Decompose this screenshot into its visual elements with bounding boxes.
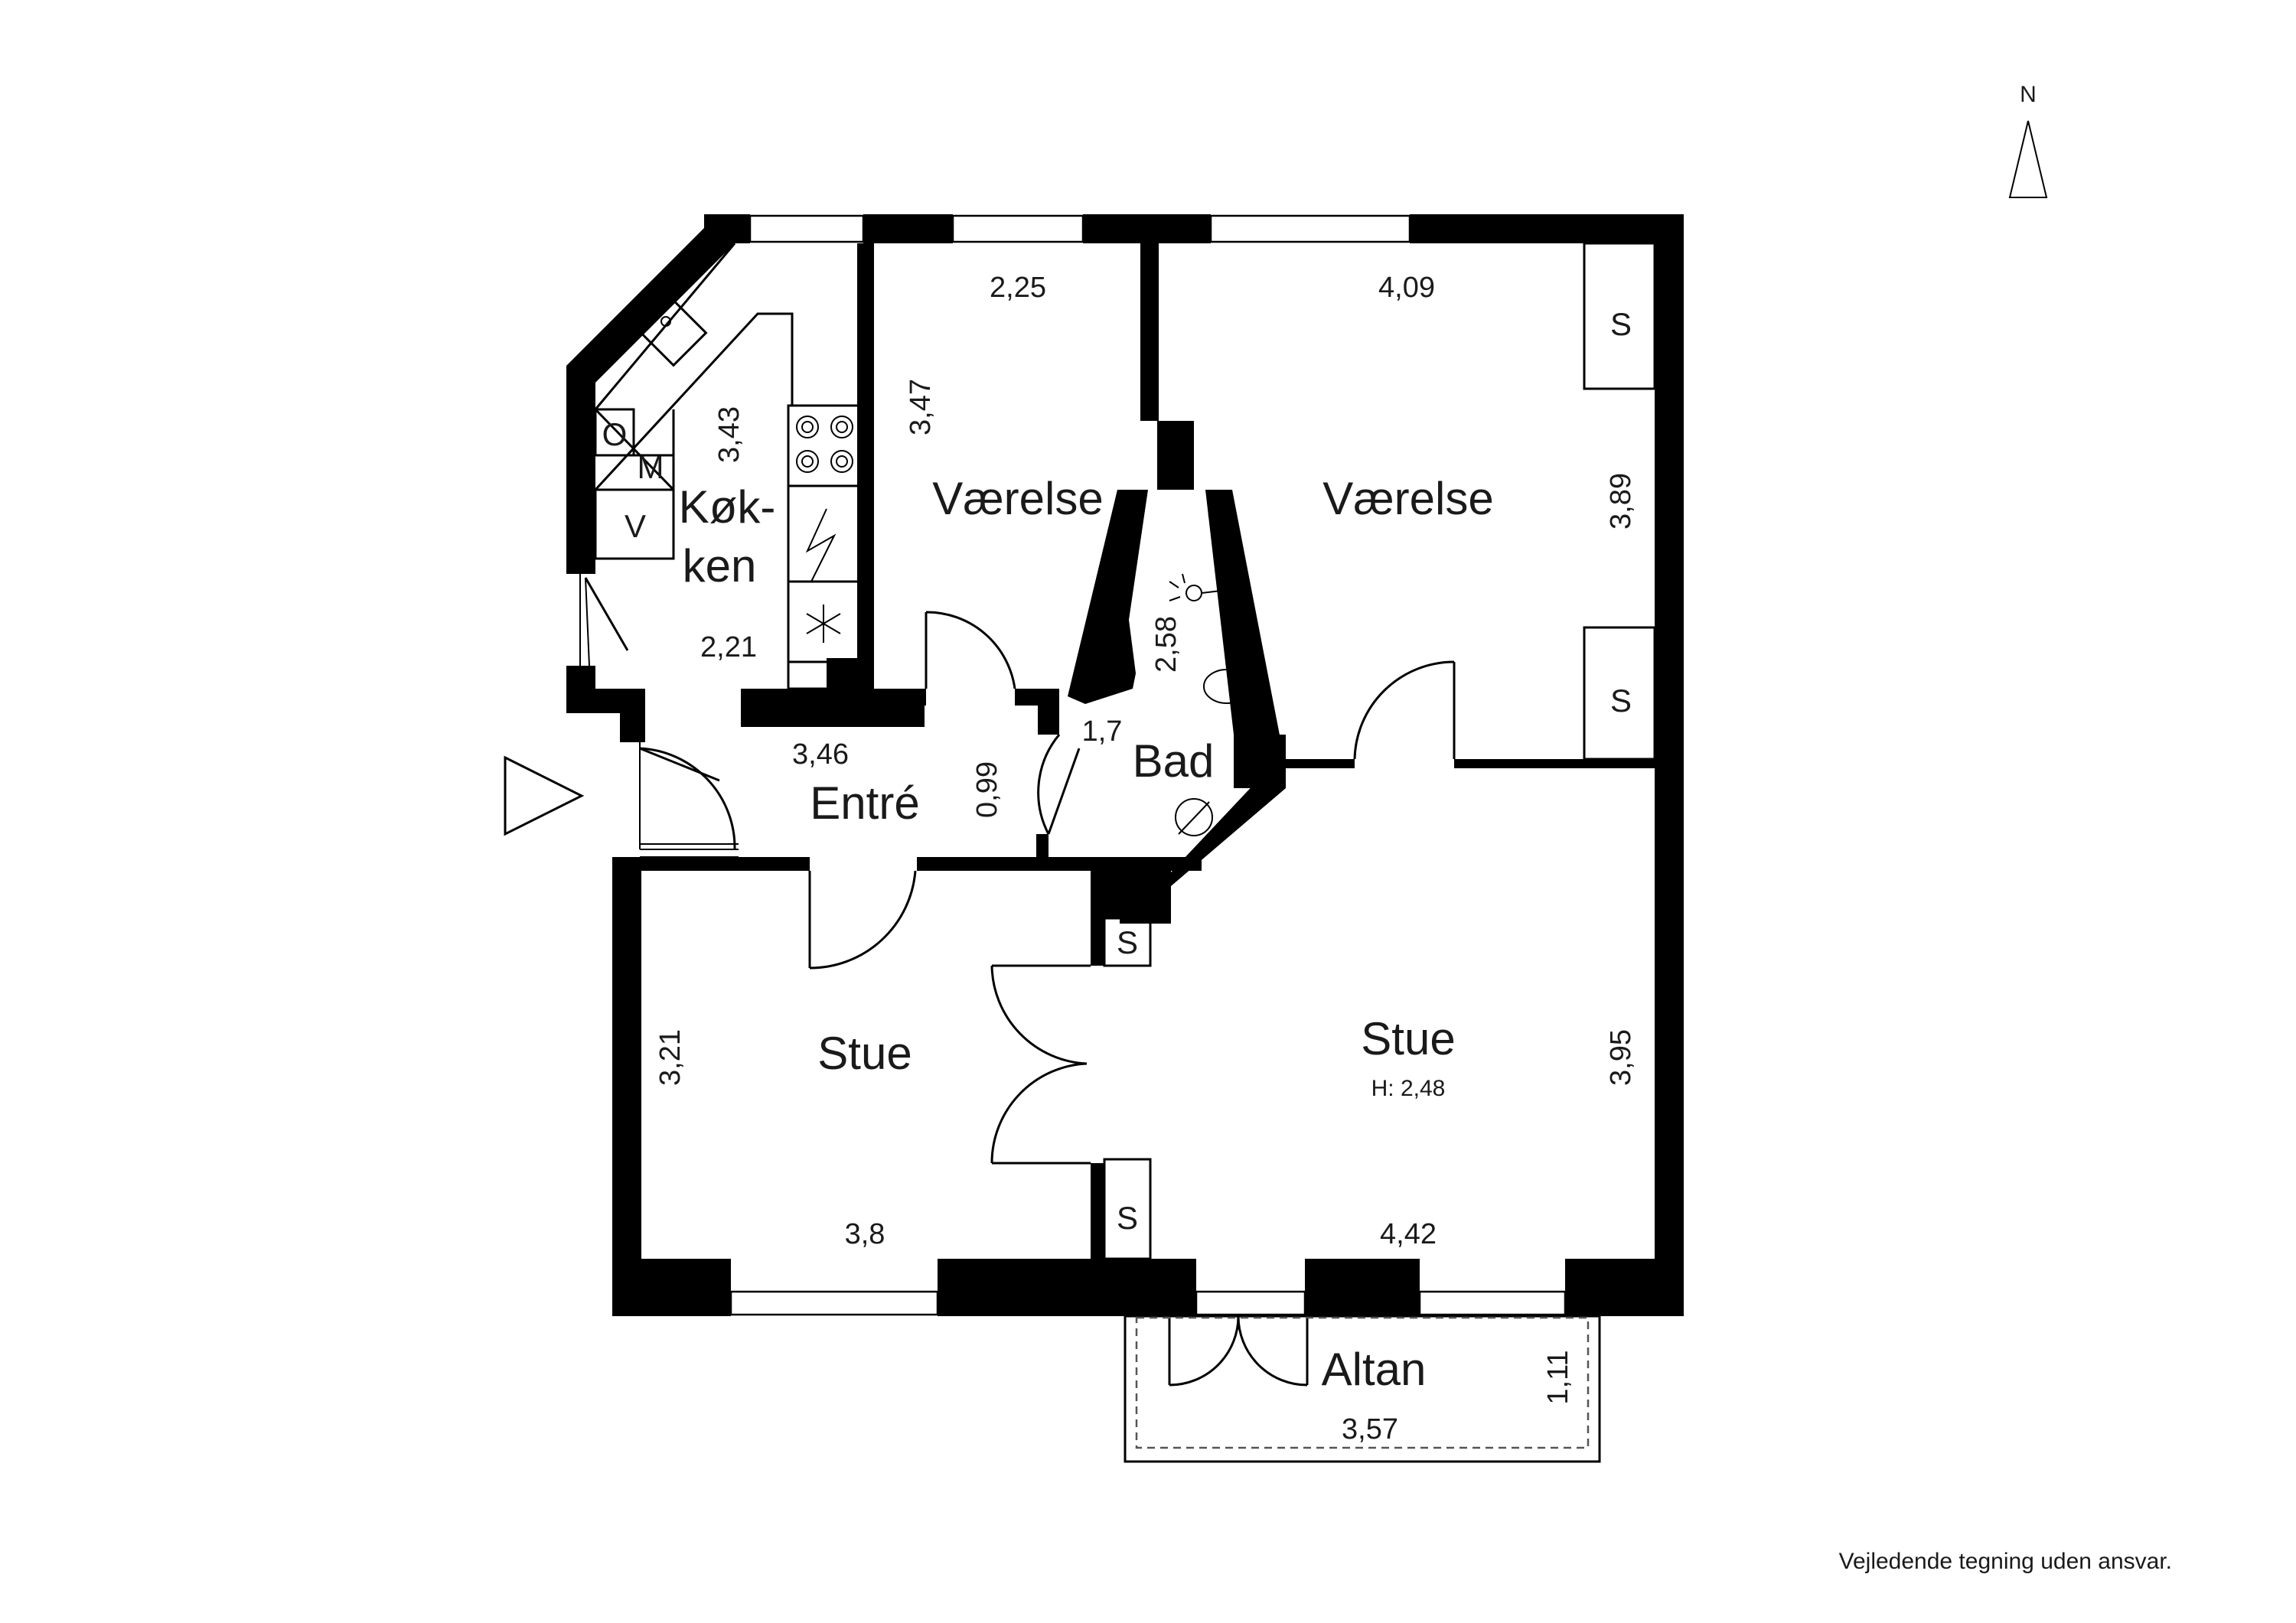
living-left-width-dim: 3,8 (845, 1218, 885, 1250)
bathroom-label: Bad (1133, 735, 1215, 787)
balcony-depth-dim: 1,11 (1542, 1350, 1574, 1404)
snowflake-icon (806, 605, 841, 643)
kitchen-length-dim: 3,43 (713, 406, 745, 463)
balcony-label: Altan (1322, 1344, 1427, 1395)
entry-length-dim: 3,46 (792, 738, 849, 771)
disclaimer-text: Vejledende tegning uden ansvar. (1839, 1549, 2172, 1574)
entry-label: Entré (810, 777, 919, 829)
closet-mid-right (1583, 626, 1656, 761)
toilet-icon (1203, 665, 1261, 709)
bedroom-large-length-dim: 3,89 (1605, 473, 1637, 530)
microwave-label: M (638, 449, 664, 485)
living-left-label: Stue (817, 1028, 912, 1079)
compass-arrow-icon (2008, 120, 2048, 198)
living-right-length-dim: 3,95 (1605, 1029, 1637, 1086)
closet-top-right (1583, 242, 1656, 390)
closets (1103, 242, 1656, 1260)
closet-label-4: S (1117, 1200, 1138, 1236)
balcony-outline (1124, 1315, 1601, 1463)
living-right-label: Stue (1361, 1013, 1455, 1064)
bedroom-large-width-dim: 4,09 (1378, 272, 1435, 304)
bath-width-dim: 1,7 (1082, 715, 1123, 748)
outer-walls (566, 214, 1684, 1316)
oven-label: O (602, 416, 628, 452)
closet-living-top (1103, 917, 1152, 967)
closet-living-bottom (1103, 1158, 1152, 1260)
bedroom-small-width-dim: 2,25 (990, 272, 1046, 304)
closet-label-2: S (1610, 683, 1632, 719)
doors (584, 577, 1456, 1387)
sink-icon (639, 298, 708, 367)
bath-length-dim: 2,58 (1150, 616, 1182, 673)
living-right-height: H: 2,48 (1371, 1076, 1446, 1101)
balcony-width-dim: 3,57 (1342, 1413, 1398, 1445)
washbasin-icon (1175, 798, 1213, 836)
interior-walls (641, 243, 1655, 1259)
closet-label-3: S (1117, 924, 1138, 960)
bedroom-large-label: Værelse (1322, 473, 1493, 524)
bathroom-fixtures (1169, 513, 1261, 836)
kitchen-fixtures (594, 243, 860, 690)
kitchen-width-dim: 2,21 (700, 631, 757, 663)
bedroom-small-length-dim: 3,47 (905, 379, 937, 435)
shower-icon (1169, 573, 1221, 601)
entrance-arrow-icon (504, 755, 585, 836)
kitchen-label-1: Køk- (679, 481, 776, 533)
bedroom-small-label: Værelse (932, 473, 1103, 524)
openings (579, 574, 739, 858)
kitchen-label-2: ken (683, 540, 757, 592)
dishwasher-label: V (625, 508, 646, 544)
living-left-length-dim: 3,21 (654, 1029, 687, 1086)
living-right-width-dim: 4,42 (1380, 1218, 1437, 1250)
entry-width-dim: 0,99 (971, 761, 1003, 818)
compass-north-label: N (2020, 82, 2037, 107)
closet-label-1: S (1610, 306, 1632, 342)
